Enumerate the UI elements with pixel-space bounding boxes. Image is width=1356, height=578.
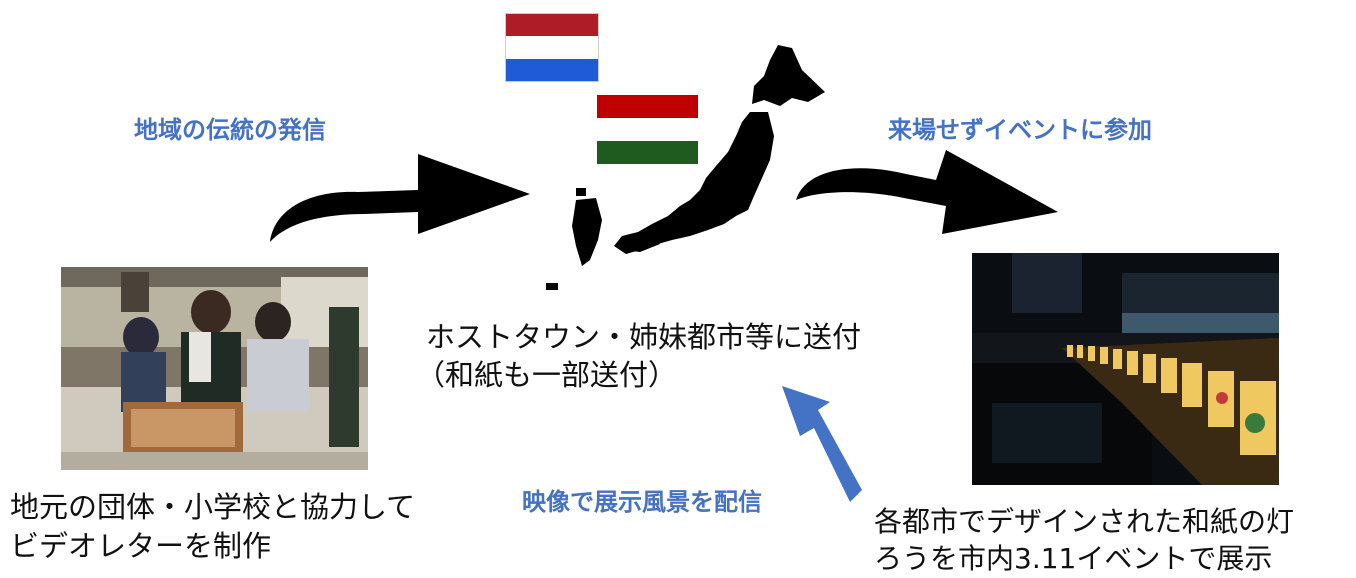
island-shape bbox=[576, 188, 586, 196]
label-stream-exhibition: 映像で展示風景を配信 bbox=[522, 488, 762, 516]
honshu-shape bbox=[614, 112, 774, 254]
kyushu-shape bbox=[572, 198, 602, 266]
netherlands-flag bbox=[505, 13, 599, 82]
shikoku-shape bbox=[624, 234, 660, 252]
arrow-stream bbox=[782, 386, 862, 502]
label-join-event: 来場せずイベントに参加 bbox=[888, 116, 1152, 144]
lantern-exhibition-photo bbox=[972, 253, 1279, 485]
label-regional-tradition: 地域の伝統の発信 bbox=[134, 116, 326, 144]
japan-map bbox=[546, 45, 825, 290]
papermaking-photo bbox=[61, 267, 368, 470]
okinawa-shape bbox=[546, 283, 558, 290]
hokkaido-shape bbox=[752, 45, 825, 106]
right-caption-line1: 各都市でデザインされた和紙の灯 bbox=[874, 505, 1295, 538]
hungary-flag bbox=[597, 95, 698, 164]
right-caption-line2: ろうを市内3.11イベントで展示 bbox=[874, 542, 1273, 575]
left-caption-line2: ビデオレターを制作 bbox=[10, 529, 272, 563]
left-caption-line1: 地元の団体・小学校と協力して bbox=[10, 490, 416, 524]
arrow-to-map bbox=[270, 154, 530, 242]
center-text-line1: ホストタウン・姉妹都市等に送付 bbox=[426, 320, 862, 354]
center-text-line2: （和紙も一部送付） bbox=[416, 358, 678, 392]
arrow-to-event bbox=[796, 150, 1058, 234]
